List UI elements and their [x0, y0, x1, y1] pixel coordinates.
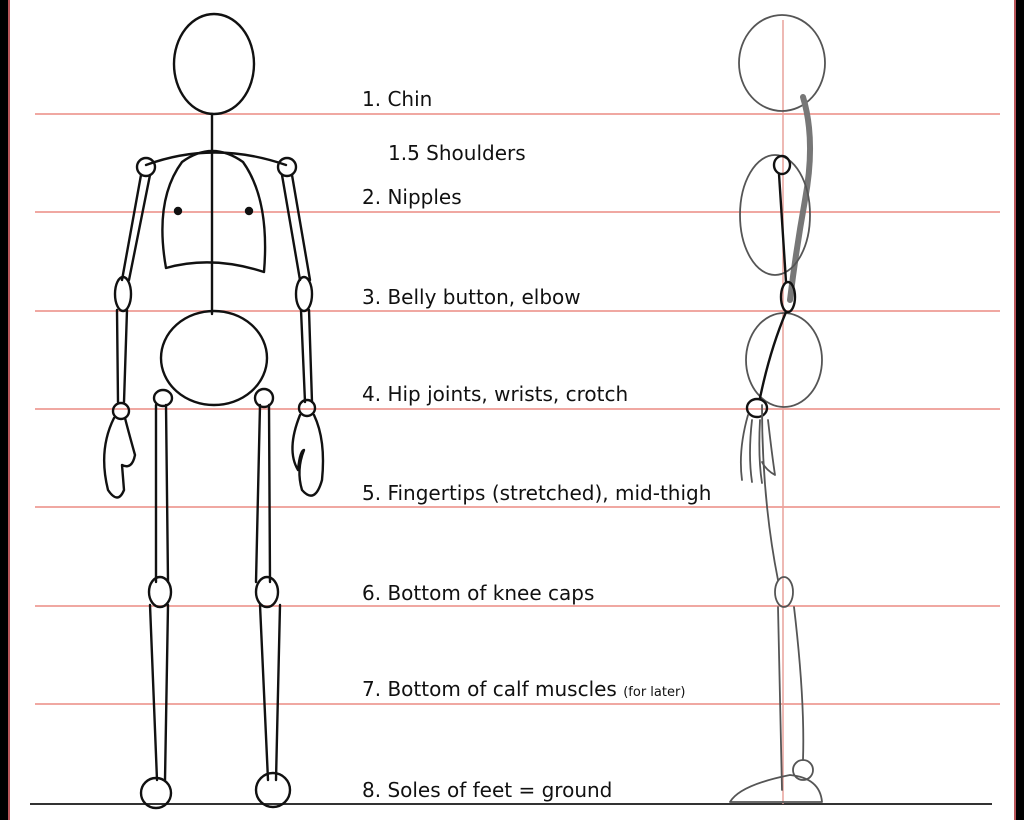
forearm-right	[299, 308, 314, 404]
elbow-right	[294, 275, 314, 313]
nipple-right	[244, 206, 254, 216]
hand-right	[291, 413, 325, 497]
nipple-left	[173, 206, 183, 216]
side-hand	[739, 414, 776, 484]
label-nipples: 2. Nipples	[362, 185, 462, 209]
side-thigh	[761, 404, 779, 581]
side-neck-spine	[787, 94, 814, 303]
shin-left	[148, 603, 170, 782]
label-fingertips: 5. Fingertips (stretched), mid-thigh	[362, 481, 711, 505]
label-chin: 1. Chin	[362, 87, 432, 111]
side-elbow	[779, 280, 797, 314]
side-head	[738, 14, 826, 112]
proportion-labels: 1. Chin 1.5 Shoulders 2. Nipples 3. Bell…	[362, 87, 711, 802]
elbow-left	[113, 275, 133, 313]
label-calf-note: (for later)	[623, 685, 685, 700]
side-foot	[729, 774, 823, 803]
front-view-figure	[103, 12, 325, 810]
knee-right	[254, 575, 280, 609]
side-ankle	[792, 759, 814, 781]
label-calf-main: 7. Bottom of calf muscles	[362, 677, 617, 701]
side-wrist	[745, 397, 769, 419]
side-forearm	[758, 310, 788, 400]
label-soles: 8. Soles of feet = ground	[362, 778, 612, 802]
label-knee-caps: 6. Bottom of knee caps	[362, 581, 594, 605]
hand-left	[103, 416, 137, 499]
wrist-right	[297, 398, 317, 418]
shoulder-joint-left	[135, 156, 157, 178]
hip-joint-left	[152, 388, 174, 408]
thigh-left	[154, 403, 170, 584]
hip-joint-right	[253, 387, 275, 409]
side-view-figure	[729, 14, 826, 803]
pelvis	[159, 309, 269, 407]
upper-arm-right	[280, 173, 312, 282]
foot-right	[254, 771, 292, 809]
wrist-left	[111, 401, 131, 421]
side-shin	[777, 606, 805, 791]
foot-left	[139, 776, 173, 810]
ribcage	[161, 149, 267, 274]
shoulder-joint-right	[276, 156, 298, 178]
label-calf-muscles: 7. Bottom of calf muscles (for later)	[362, 677, 685, 701]
side-upper-arm	[777, 172, 788, 284]
shoulder-line	[144, 151, 288, 167]
side-pelvis	[745, 312, 823, 408]
shin-right	[258, 603, 282, 782]
upper-arm-left	[120, 173, 152, 282]
guide-lines	[30, 20, 1000, 805]
forearm-left	[115, 308, 129, 404]
knee-left	[147, 575, 173, 609]
thigh-right	[254, 403, 272, 584]
label-hip-joints: 4. Hip joints, wrists, crotch	[362, 382, 628, 406]
head	[172, 12, 256, 116]
side-ribcage	[739, 154, 811, 276]
label-shoulders: 1.5 Shoulders	[388, 141, 526, 165]
side-knee	[774, 576, 794, 608]
side-shoulder-joint	[772, 154, 792, 176]
label-belly-button: 3. Belly button, elbow	[362, 285, 581, 309]
